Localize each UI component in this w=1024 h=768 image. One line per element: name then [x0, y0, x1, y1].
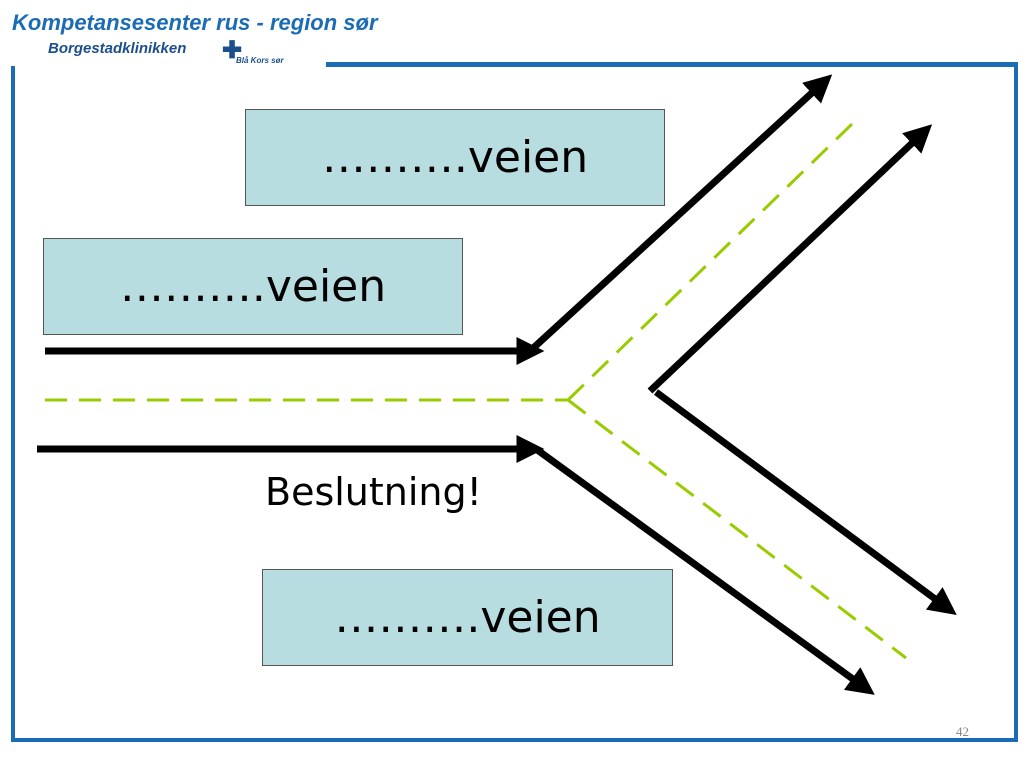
- road-box-top: ……….veien: [245, 109, 665, 206]
- slide-number: 42: [956, 724, 969, 739]
- decision-label: Beslutning!: [265, 470, 482, 514]
- frame-top-border: [326, 62, 1018, 67]
- frame-bottom-border: [11, 738, 1018, 742]
- center-line-lower: [567, 398, 907, 660]
- cross-icon: ✚: [222, 37, 243, 64]
- road-box-bottom: ……….veien: [262, 569, 673, 666]
- frame-right-border: [1014, 64, 1018, 742]
- upper-left-branch-edge: [527, 74, 833, 354]
- inner-upper-edge: [647, 124, 933, 394]
- logo-org: Blå Kors sør: [236, 56, 284, 65]
- logo-title: Kompetansesenter rus - region sør: [12, 10, 378, 35]
- logo-subtitle: Borgestadklinikken: [48, 40, 187, 57]
- frame-left-border: [11, 66, 15, 742]
- inner-lower-edge: [653, 389, 957, 616]
- road-box-middle: ……….veien: [43, 238, 463, 335]
- lower-left-branch-edge: [533, 446, 875, 695]
